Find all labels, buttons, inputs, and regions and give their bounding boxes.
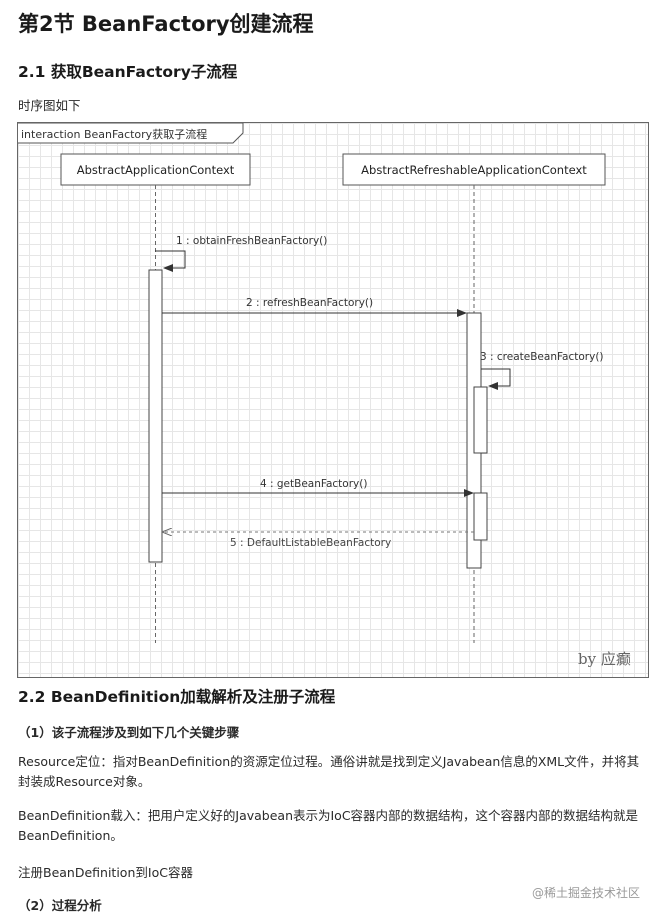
activation-bar-1-nested-b xyxy=(473,492,488,541)
section-heading-2-2: 2.2 BeanDefinition加载解析及注册子流程 xyxy=(18,688,336,706)
activation-bar-0 xyxy=(148,269,163,563)
message-5-label: 5 : DefaultListableBeanFactory xyxy=(230,537,391,549)
message-1-label: 1 : obtainFreshBeanFactory() xyxy=(176,235,327,247)
sequence-diagram-svg: interaction BeanFactory获取子流程 AbstractApp… xyxy=(18,123,631,668)
page-title: 第2节 BeanFactory创建流程 xyxy=(18,12,314,36)
lifeline-header-abstract-refreshable-application-context xyxy=(342,153,606,186)
lifeline-label-0: AbstractApplicationContext xyxy=(77,163,235,177)
step-1-heading: （1）该子流程涉及到如下几个关键步骤 xyxy=(18,725,240,740)
frame-label-box xyxy=(18,123,244,144)
frame-label: interaction BeanFactory获取子流程 xyxy=(21,127,207,141)
message-3-label: 3 : createBeanFactory() xyxy=(480,351,604,363)
message-3-arrow xyxy=(481,368,511,390)
paragraph-resource-locate: Resource定位：指对BeanDefinition的资源定位过程。通俗讲就是… xyxy=(18,754,640,789)
lifeline-label-1: AbstractRefreshableApplicationContext xyxy=(361,163,587,177)
paragraph-register: 注册BeanDefinition到IoC容器 xyxy=(18,865,193,880)
message-2-label: 2 : refreshBeanFactory() xyxy=(246,297,373,309)
section-heading-2-1: 2.1 获取BeanFactory子流程 xyxy=(18,63,238,81)
paragraph-beandefinition-load: BeanDefinition载入：把用户定义好的Javabean表示为IoC容器… xyxy=(18,808,639,843)
watermark: @稀土掘金技术社区 xyxy=(531,886,640,900)
sequence-diagram: interaction BeanFactory获取子流程 AbstractApp… xyxy=(17,122,649,678)
intro-text: 时序图如下 xyxy=(18,98,81,113)
activation-bar-1-nested-a xyxy=(473,386,488,454)
diagram-signature: by 应癫 xyxy=(578,650,631,668)
step-2-heading: （2）过程分析 xyxy=(18,898,102,913)
lifeline-header-abstract-application-context xyxy=(60,153,251,186)
message-4-label: 4 : getBeanFactory() xyxy=(260,478,367,490)
message-1-arrow xyxy=(155,250,186,272)
